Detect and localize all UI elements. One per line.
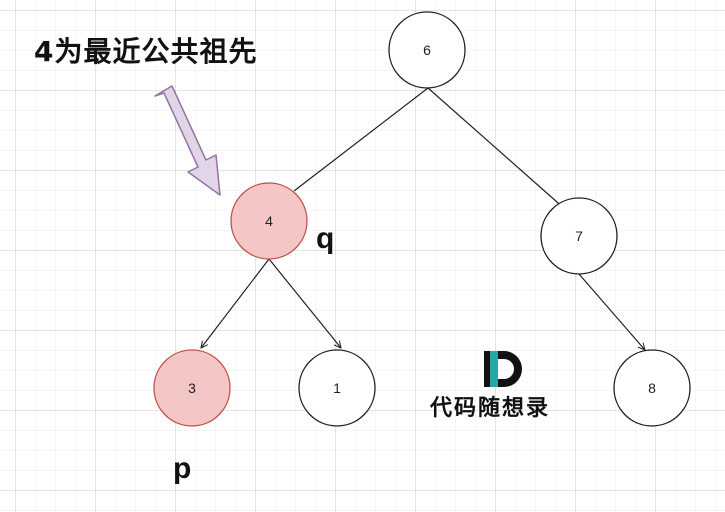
diagram-title: 4为最近公共祖先 — [34, 35, 258, 68]
edge-6-7 — [427, 87, 567, 211]
edge-7-8 — [578, 273, 645, 350]
edge-4-1 — [268, 258, 341, 348]
node-1-label: 1 — [333, 380, 341, 396]
node-3: 3 — [153, 349, 231, 427]
edge-4-3 — [201, 258, 270, 348]
pointer-arrow — [154, 85, 221, 196]
node-1: 1 — [298, 349, 376, 427]
node-7-label: 7 — [575, 228, 583, 244]
edge-6-4 — [293, 87, 429, 192]
marker-q: q — [316, 222, 335, 255]
node-4-label: 4 — [265, 213, 273, 229]
node-6-label: 6 — [423, 42, 431, 58]
node-8: 8 — [613, 349, 691, 427]
node-6: 6 — [388, 11, 466, 89]
node-4: 4 — [230, 182, 308, 260]
watermark-text: 代码随想录 — [430, 396, 551, 421]
node-7: 7 — [540, 197, 618, 275]
marker-p: p — [173, 452, 192, 485]
node-3-label: 3 — [188, 380, 196, 396]
watermark-logo — [484, 351, 522, 387]
node-8-label: 8 — [648, 380, 656, 396]
